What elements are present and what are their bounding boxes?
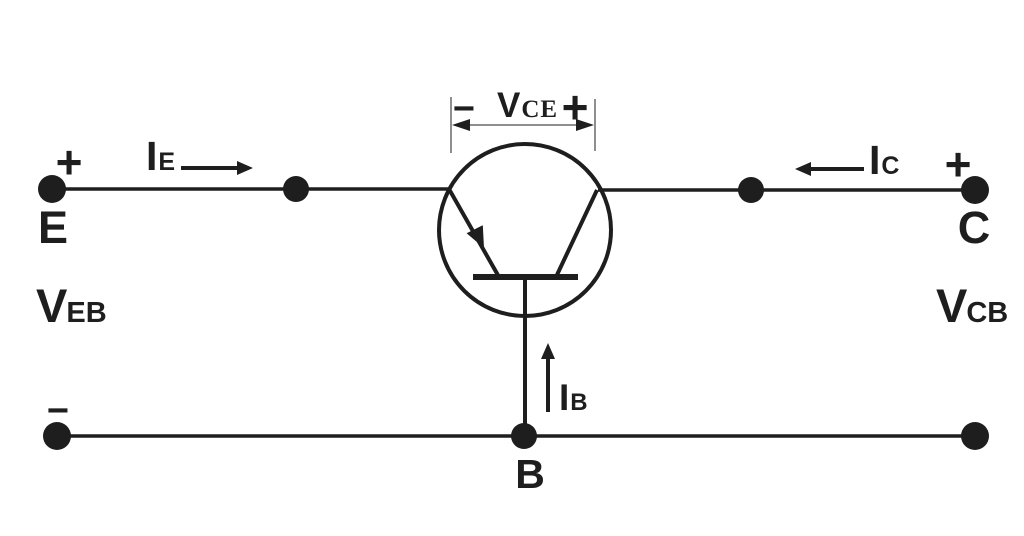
terminal-labels: + E + C − B	[38, 136, 990, 497]
base-node-dot	[511, 423, 537, 449]
emitter-plus-sign: +	[56, 136, 83, 188]
ie-arrowhead-icon	[237, 161, 253, 175]
emitter-junction-dot	[283, 176, 309, 202]
collector-label: C	[958, 202, 991, 253]
ib-label: IB	[559, 377, 588, 418]
collector-junction-dot	[738, 177, 764, 203]
emitter-terminal-dot	[38, 175, 66, 203]
collector-terminal-dot	[961, 176, 989, 204]
bottom-right-terminal-dot	[961, 422, 989, 450]
collector-plus-sign: +	[945, 138, 972, 190]
voltage-labels: VEB VCB	[36, 279, 1008, 332]
right-arrowhead-icon	[576, 119, 594, 131]
bottom-left-minus-sign: −	[47, 390, 69, 432]
vce-minus-sign: −	[453, 88, 475, 130]
current-arrows	[181, 161, 864, 412]
vcb-label: VCB	[936, 279, 1008, 332]
ic-arrowhead-icon	[795, 162, 811, 176]
nodes	[38, 175, 989, 450]
veb-label: VEB	[36, 279, 107, 332]
current-labels: IE IC IB	[146, 133, 899, 418]
base-label: B	[515, 451, 545, 497]
ie-label: IE	[146, 133, 175, 179]
vce-dimension: − VCE +	[450, 81, 596, 153]
collector-lead	[554, 189, 599, 278]
transistor-symbol	[437, 142, 613, 436]
left-arrowhead-icon	[452, 119, 470, 131]
emitter-label: E	[38, 202, 68, 253]
pnp-emitter-arrowhead-icon	[466, 225, 484, 248]
vce-plus-sign: +	[562, 81, 589, 133]
ib-arrowhead-icon	[541, 343, 555, 359]
vce-label: VCE	[497, 86, 558, 125]
bottom-left-terminal-dot	[43, 422, 71, 450]
ic-label: IC	[869, 137, 899, 183]
wires	[52, 187, 975, 438]
